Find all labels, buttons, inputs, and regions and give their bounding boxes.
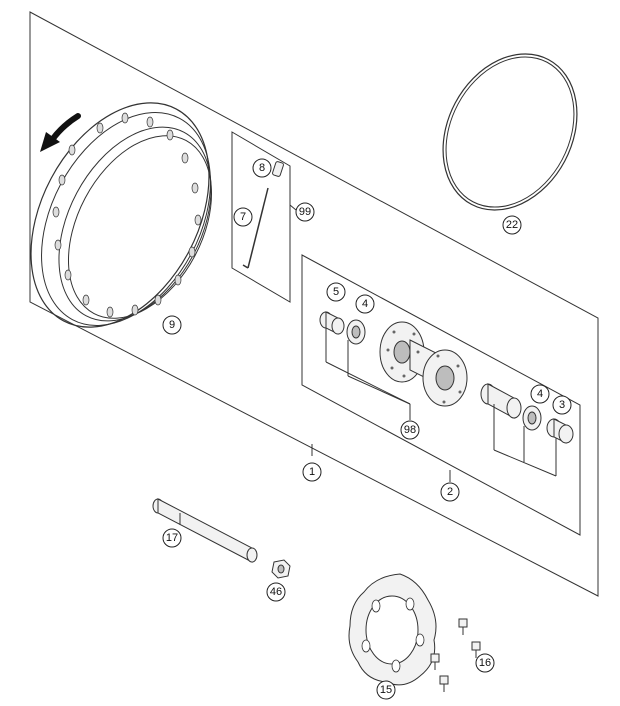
- svg-text:8: 8: [259, 162, 265, 174]
- spoke-kit-box: [231, 131, 291, 303]
- callout-99: 99: [295, 202, 315, 222]
- disc-bolt: [430, 653, 440, 670]
- wheel-hub: [379, 321, 468, 407]
- svg-text:98: 98: [404, 424, 416, 436]
- callout-2: 2: [440, 482, 460, 502]
- callout-46: 46: [266, 582, 286, 602]
- disc-bolt: [439, 675, 449, 692]
- callout-3: 3: [552, 395, 572, 415]
- svg-text:9: 9: [169, 319, 175, 331]
- svg-text:15: 15: [380, 684, 392, 696]
- callout-9: 9: [162, 315, 182, 335]
- distance-tube: [480, 383, 522, 419]
- svg-text:2: 2: [447, 486, 453, 498]
- svg-text:3: 3: [559, 399, 565, 411]
- svg-text:46: 46: [270, 586, 282, 598]
- bearing-left: [346, 319, 366, 345]
- svg-text:22: 22: [506, 219, 518, 231]
- callout-1: 1: [302, 462, 322, 482]
- spoke-nipple: [272, 161, 284, 177]
- callout-8: 8: [252, 158, 272, 178]
- bearing-right: [522, 405, 542, 431]
- svg-text:17: 17: [166, 532, 178, 544]
- svg-text:99: 99: [299, 206, 311, 218]
- spoke: [242, 187, 269, 269]
- callout-17: 17: [162, 528, 182, 548]
- brake-disc-bolts: [430, 618, 481, 692]
- svg-text:4: 4: [362, 298, 368, 310]
- callout-4-right: 4: [530, 384, 550, 404]
- svg-text:7: 7: [240, 211, 246, 223]
- hub-leader-lines: [311, 328, 557, 482]
- callout-7: 7: [233, 207, 253, 227]
- callout-16: 16: [475, 653, 495, 673]
- callout-15: 15: [376, 680, 396, 700]
- svg-text:5: 5: [333, 286, 339, 298]
- callout-4-left: 4: [355, 294, 375, 314]
- assembly-plane: [29, 11, 599, 597]
- axle-nut: [271, 559, 291, 579]
- leader-99: [289, 204, 297, 211]
- hub-assembly-box: [301, 254, 581, 536]
- callout-5: 5: [326, 282, 346, 302]
- callout-22: 22: [502, 215, 522, 235]
- svg-text:4: 4: [537, 388, 543, 400]
- callout-98: 98: [400, 420, 420, 440]
- spacer-sleeve-left: [319, 311, 345, 335]
- direction-arrow-icon: [40, 113, 81, 152]
- rim-band: [442, 53, 578, 211]
- svg-text:1: 1: [309, 466, 315, 478]
- svg-text:16: 16: [479, 657, 491, 669]
- disc-bolt: [458, 618, 468, 635]
- wheel-axle: [152, 498, 258, 563]
- spacer-sleeve-right: [546, 418, 574, 444]
- brake-disc: [348, 573, 437, 686]
- disc-bolt: [471, 641, 481, 658]
- rim: [30, 102, 213, 328]
